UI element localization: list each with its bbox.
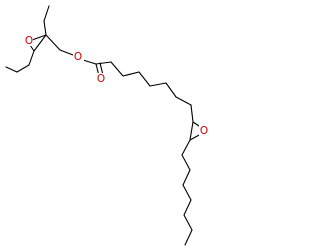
upper-epoxide-fragment	[5, 5, 74, 73]
bond-tail-1	[181, 139, 191, 156]
bond-tail-7	[184, 229, 193, 246]
bond-tail-6	[183, 214, 193, 231]
bond-propyl-1	[28, 50, 35, 66]
bond-chain-2	[122, 71, 140, 77]
bond-tail-5	[183, 199, 192, 216]
bond-ring-c1-c2	[33, 34, 47, 52]
bond-ethyl-terminal	[43, 5, 50, 22]
bond-chain-1	[110, 61, 124, 77]
bond-ch2-to-ester-o	[59, 49, 74, 56]
bond-tail-3	[182, 169, 191, 186]
bond-ring-to-ch2	[45, 34, 61, 51]
bond-chain-3	[138, 71, 151, 87]
bond-propyl-3	[5, 66, 18, 73]
bond-chain-7	[190, 104, 194, 123]
bond-ethyl-to-ring	[43, 20, 47, 36]
epoxide-oxygen-top-label: O	[25, 35, 33, 47]
epoxide-oxygen-bottom-label: O	[200, 125, 208, 137]
atom-labels: O O O O	[24, 34, 209, 137]
carbonyl-oxygen-label: O	[97, 73, 105, 85]
bond-chain-6	[175, 96, 192, 106]
bond-tail-2	[181, 154, 191, 171]
lower-epoxide-fragment	[181, 121, 203, 246]
bond-chain-4	[149, 82, 167, 87]
bond-carbonyl-to-chain	[95, 61, 112, 65]
bond-tail-4	[182, 184, 192, 201]
bond-chain-5	[165, 82, 177, 98]
molecule-diagram: O O O O	[5, 5, 209, 246]
bond-ring2-c1-c2	[189, 121, 194, 141]
ester-oxygen-label: O	[74, 51, 82, 63]
bond-ester-o-to-carbonyl	[82, 59, 97, 65]
bond-propyl-2	[16, 64, 30, 73]
methylene-chain	[110, 61, 194, 123]
bond-ring-c1-o	[31, 34, 47, 41]
